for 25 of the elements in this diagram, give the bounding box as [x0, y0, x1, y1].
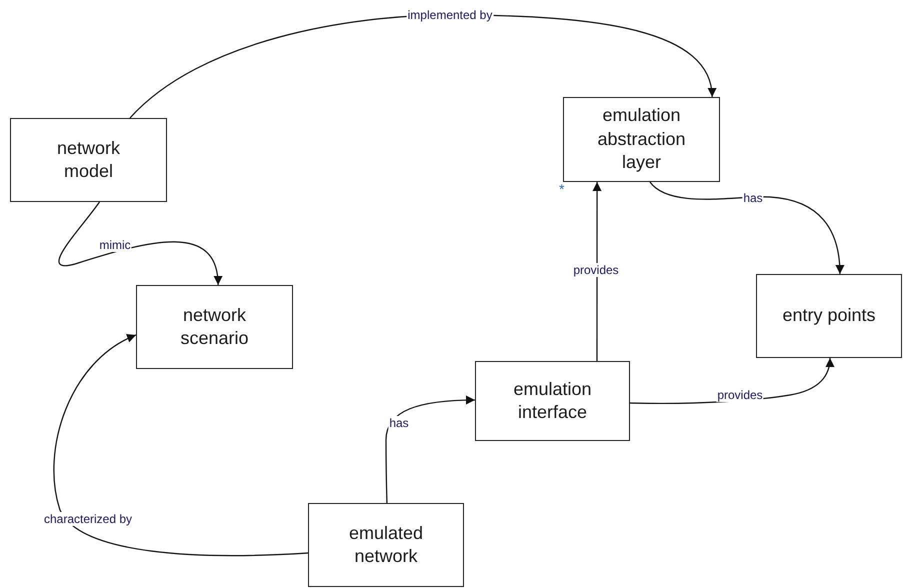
arrow	[58, 202, 222, 286]
edge-label: provides	[716, 388, 764, 402]
concept-box	[136, 285, 293, 369]
edge-label: implemented by	[406, 8, 494, 22]
node-label: emulation abstraction layer	[596, 104, 687, 174]
edge-label: provides	[572, 263, 620, 277]
edge-label: mimic	[98, 238, 132, 252]
concept-box	[756, 274, 902, 358]
node-label: emulated network	[348, 522, 424, 568]
node-label: entry points	[782, 304, 876, 328]
concept-box	[308, 503, 464, 587]
concept-box	[563, 97, 720, 182]
node-label: network scenario	[179, 304, 250, 350]
edge-label: has	[388, 416, 410, 430]
concept-box	[475, 361, 630, 441]
arrow	[650, 182, 844, 274]
node-label: emulation interface	[512, 378, 593, 424]
arrow	[385, 396, 475, 504]
node-label: network model	[56, 136, 122, 183]
multiplicity-label: *	[559, 181, 564, 197]
concept-box	[10, 118, 167, 202]
edge-label: has	[742, 191, 764, 205]
arrow	[54, 334, 308, 556]
edge-label: characterized by	[42, 512, 134, 526]
arrow	[592, 182, 602, 361]
